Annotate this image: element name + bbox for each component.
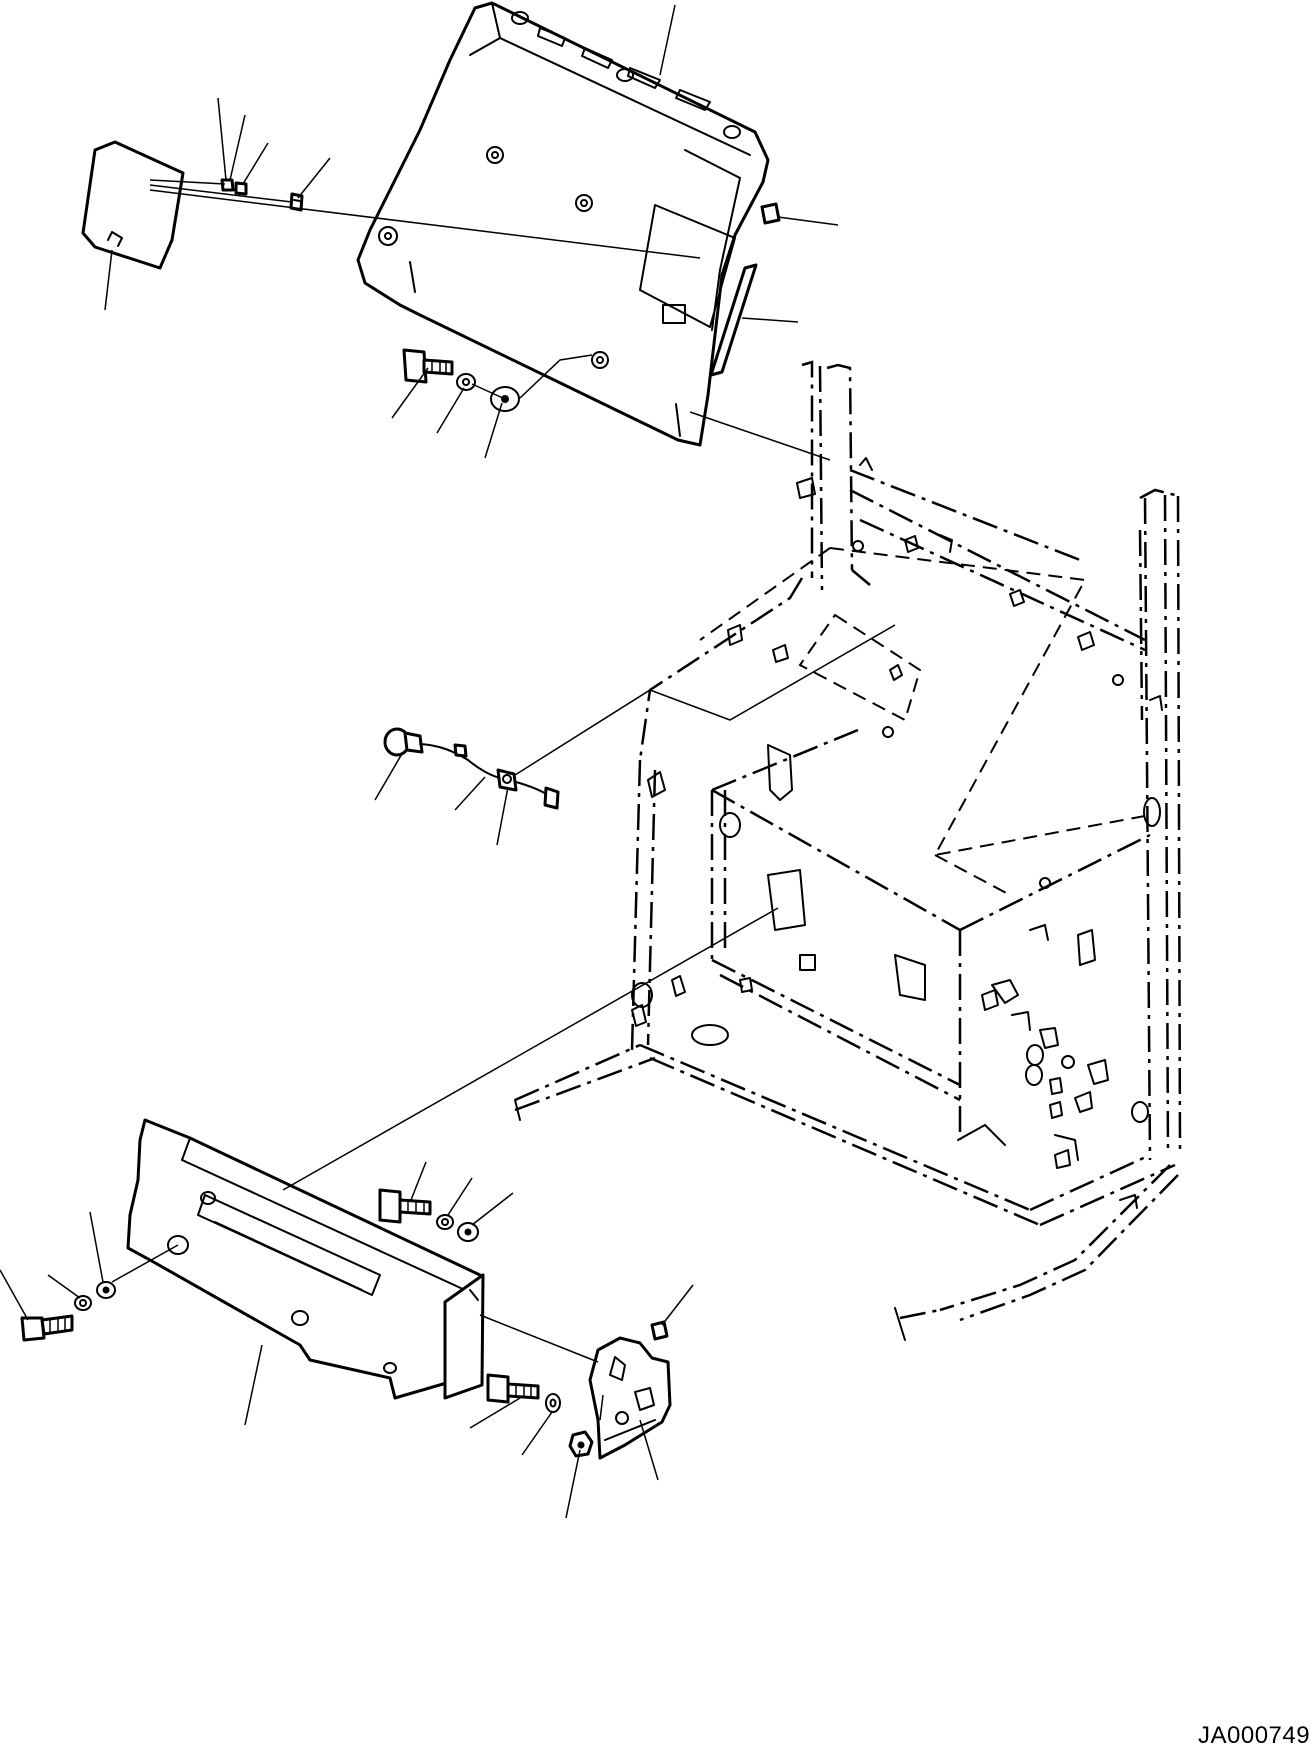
lower-cover-panel bbox=[126, 1118, 484, 1400]
lower-bolt-set bbox=[20, 1188, 594, 1458]
leader-lines bbox=[0, 4, 839, 1519]
cover-plate bbox=[81, 140, 185, 270]
cab-frame bbox=[514, 360, 1182, 1341]
seal-strip bbox=[709, 202, 781, 377]
upper-cover-panel bbox=[356, 1, 770, 447]
side-bracket bbox=[443, 1273, 485, 1400]
assembly-lines bbox=[111, 179, 896, 1421]
panel-bolt-set bbox=[402, 348, 520, 412]
hinge-bracket bbox=[588, 1320, 672, 1460]
drawing-code: JA000749 bbox=[1198, 1722, 1311, 1749]
sensor-harness bbox=[383, 727, 560, 810]
